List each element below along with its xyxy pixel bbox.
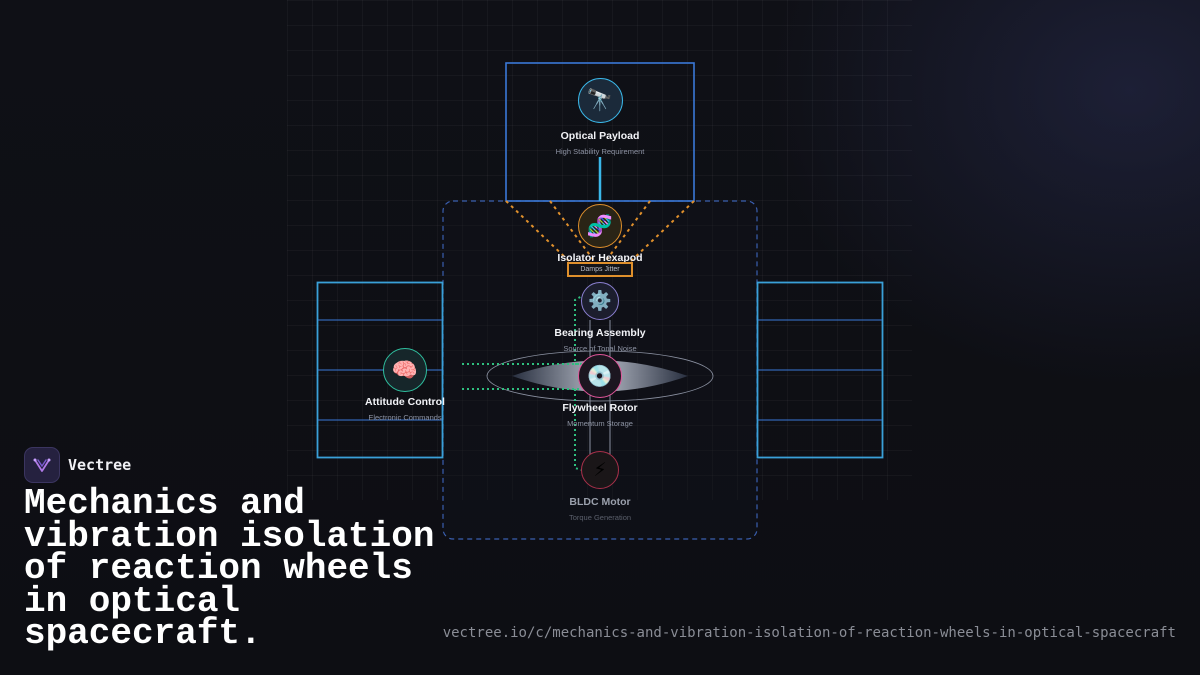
node-title: Flywheel Rotor <box>562 402 638 414</box>
flywheel-orbit <box>486 350 714 402</box>
control-signal-lines <box>462 295 583 471</box>
node-optical-payload[interactable]: 🔭 Optical Payload High Stability Require… <box>500 78 700 156</box>
node-title: Bearing Assembly <box>554 327 646 339</box>
node-title: Isolator Hexapod <box>557 252 643 264</box>
gear-icon: ⚙️ <box>581 282 619 320</box>
node-bearing-assembly[interactable]: ⚙️ Bearing Assembly Source of Tonal Nois… <box>500 282 700 353</box>
node-isolator-hexapod[interactable]: 🧬 Isolator Hexapod <box>500 204 700 264</box>
hexapod-struts <box>505 200 695 263</box>
node-title: BLDC Motor <box>569 496 631 508</box>
node-subtitle: Electronic Commands <box>368 413 442 422</box>
page-url[interactable]: vectree.io/c/mechanics-and-vibration-iso… <box>442 625 1176 641</box>
node-subtitle: Torque Generation <box>568 513 632 522</box>
brand-name: Vectree <box>68 456 132 474</box>
isolator-badge: Damps Jitter <box>567 262 633 277</box>
node-bldc-motor[interactable]: ⚡ BLDC Motor Torque Generation <box>500 451 700 522</box>
page-title: Mechanics and vibration isolation of rea… <box>24 483 435 654</box>
node-subtitle: High Stability Requirement <box>555 147 645 156</box>
node-title: Optical Payload <box>560 130 640 142</box>
lightning-icon: ⚡ <box>581 451 619 489</box>
dna-icon: 🧬 <box>578 204 622 248</box>
disc-icon: 💿 <box>578 354 622 398</box>
telescope-icon: 🔭 <box>577 78 623 123</box>
node-title: Attitude Control <box>365 396 445 408</box>
brain-icon: 🧠 <box>383 348 427 392</box>
brand[interactable]: Vectree <box>24 447 131 483</box>
node-attitude-control[interactable]: 🧠 Attitude Control Electronic Commands <box>305 348 505 422</box>
node-flywheel-rotor[interactable]: 💿 Flywheel Rotor Momentum Storage <box>500 354 700 428</box>
vectree-logo-icon <box>24 447 60 483</box>
right-solar-panel <box>756 281 884 459</box>
node-subtitle: Source of Tonal Noise <box>563 344 637 353</box>
node-subtitle: Momentum Storage <box>567 419 633 428</box>
